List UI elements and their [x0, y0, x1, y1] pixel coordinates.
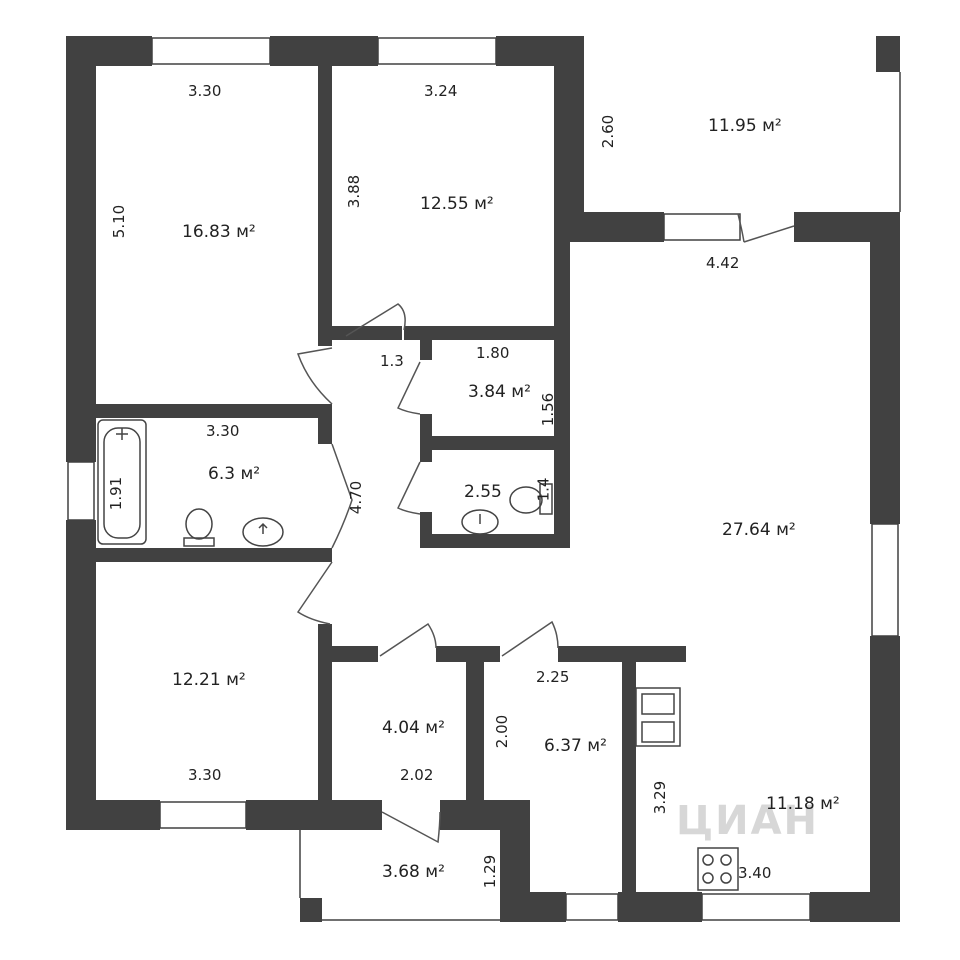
- storage-width: 2.02: [400, 766, 434, 784]
- fixtures: [97, 419, 739, 891]
- bedroom-3-area: 12.21 м²: [172, 670, 246, 690]
- windows: [67, 37, 899, 921]
- bedroom-1-width: 3.30: [188, 82, 222, 100]
- living-area: 27.64 м²: [722, 520, 796, 540]
- bedroom-2-area: 12.55 м²: [420, 194, 494, 214]
- kitchen-area: 11.18 м²: [766, 794, 840, 814]
- hall-small-dim: 1.3: [380, 352, 404, 370]
- bedroom-3-width: 3.30: [188, 766, 222, 784]
- closet-width: 1.80: [476, 344, 510, 362]
- wc-area: 2.55: [464, 482, 502, 502]
- watermark: ЦИАН: [676, 798, 820, 844]
- balcony-top-area: 11.95 м²: [708, 116, 782, 136]
- balcony-bottom-depth: 1.29: [481, 854, 500, 889]
- kitchen-height: 3.29: [651, 780, 670, 815]
- bedroom-2-height: 3.88: [345, 174, 364, 209]
- doors: [296, 213, 795, 844]
- walls: [66, 36, 900, 922]
- closet-height: 1.56: [539, 392, 558, 427]
- room-6-area: 6.37 м²: [544, 736, 607, 756]
- kitchen-width: 3.40: [738, 864, 772, 882]
- balcony-outlines: [299, 72, 901, 921]
- bedroom-1-height: 5.10: [110, 204, 129, 239]
- bedroom-1-area: 16.83 м²: [182, 222, 256, 242]
- room-6-width: 2.25: [536, 668, 570, 686]
- bathroom-width: 3.30: [206, 422, 240, 440]
- balcony-top-width: 4.42: [706, 254, 740, 272]
- room-6-height: 2.00: [493, 714, 512, 749]
- balcony-bottom-area: 3.68 м²: [382, 862, 445, 882]
- storage-area: 4.04 м²: [382, 718, 445, 738]
- corridor-length: 4.70: [347, 480, 366, 515]
- closet-area: 3.84 м²: [468, 382, 531, 402]
- wc-dim: 1.4: [534, 477, 553, 502]
- bathroom-area: 6.3 м²: [208, 464, 261, 484]
- bathroom-height: 1.91: [107, 476, 126, 511]
- balcony-top-depth: 2.60: [599, 114, 618, 149]
- bedroom-2-width: 3.24: [424, 82, 458, 100]
